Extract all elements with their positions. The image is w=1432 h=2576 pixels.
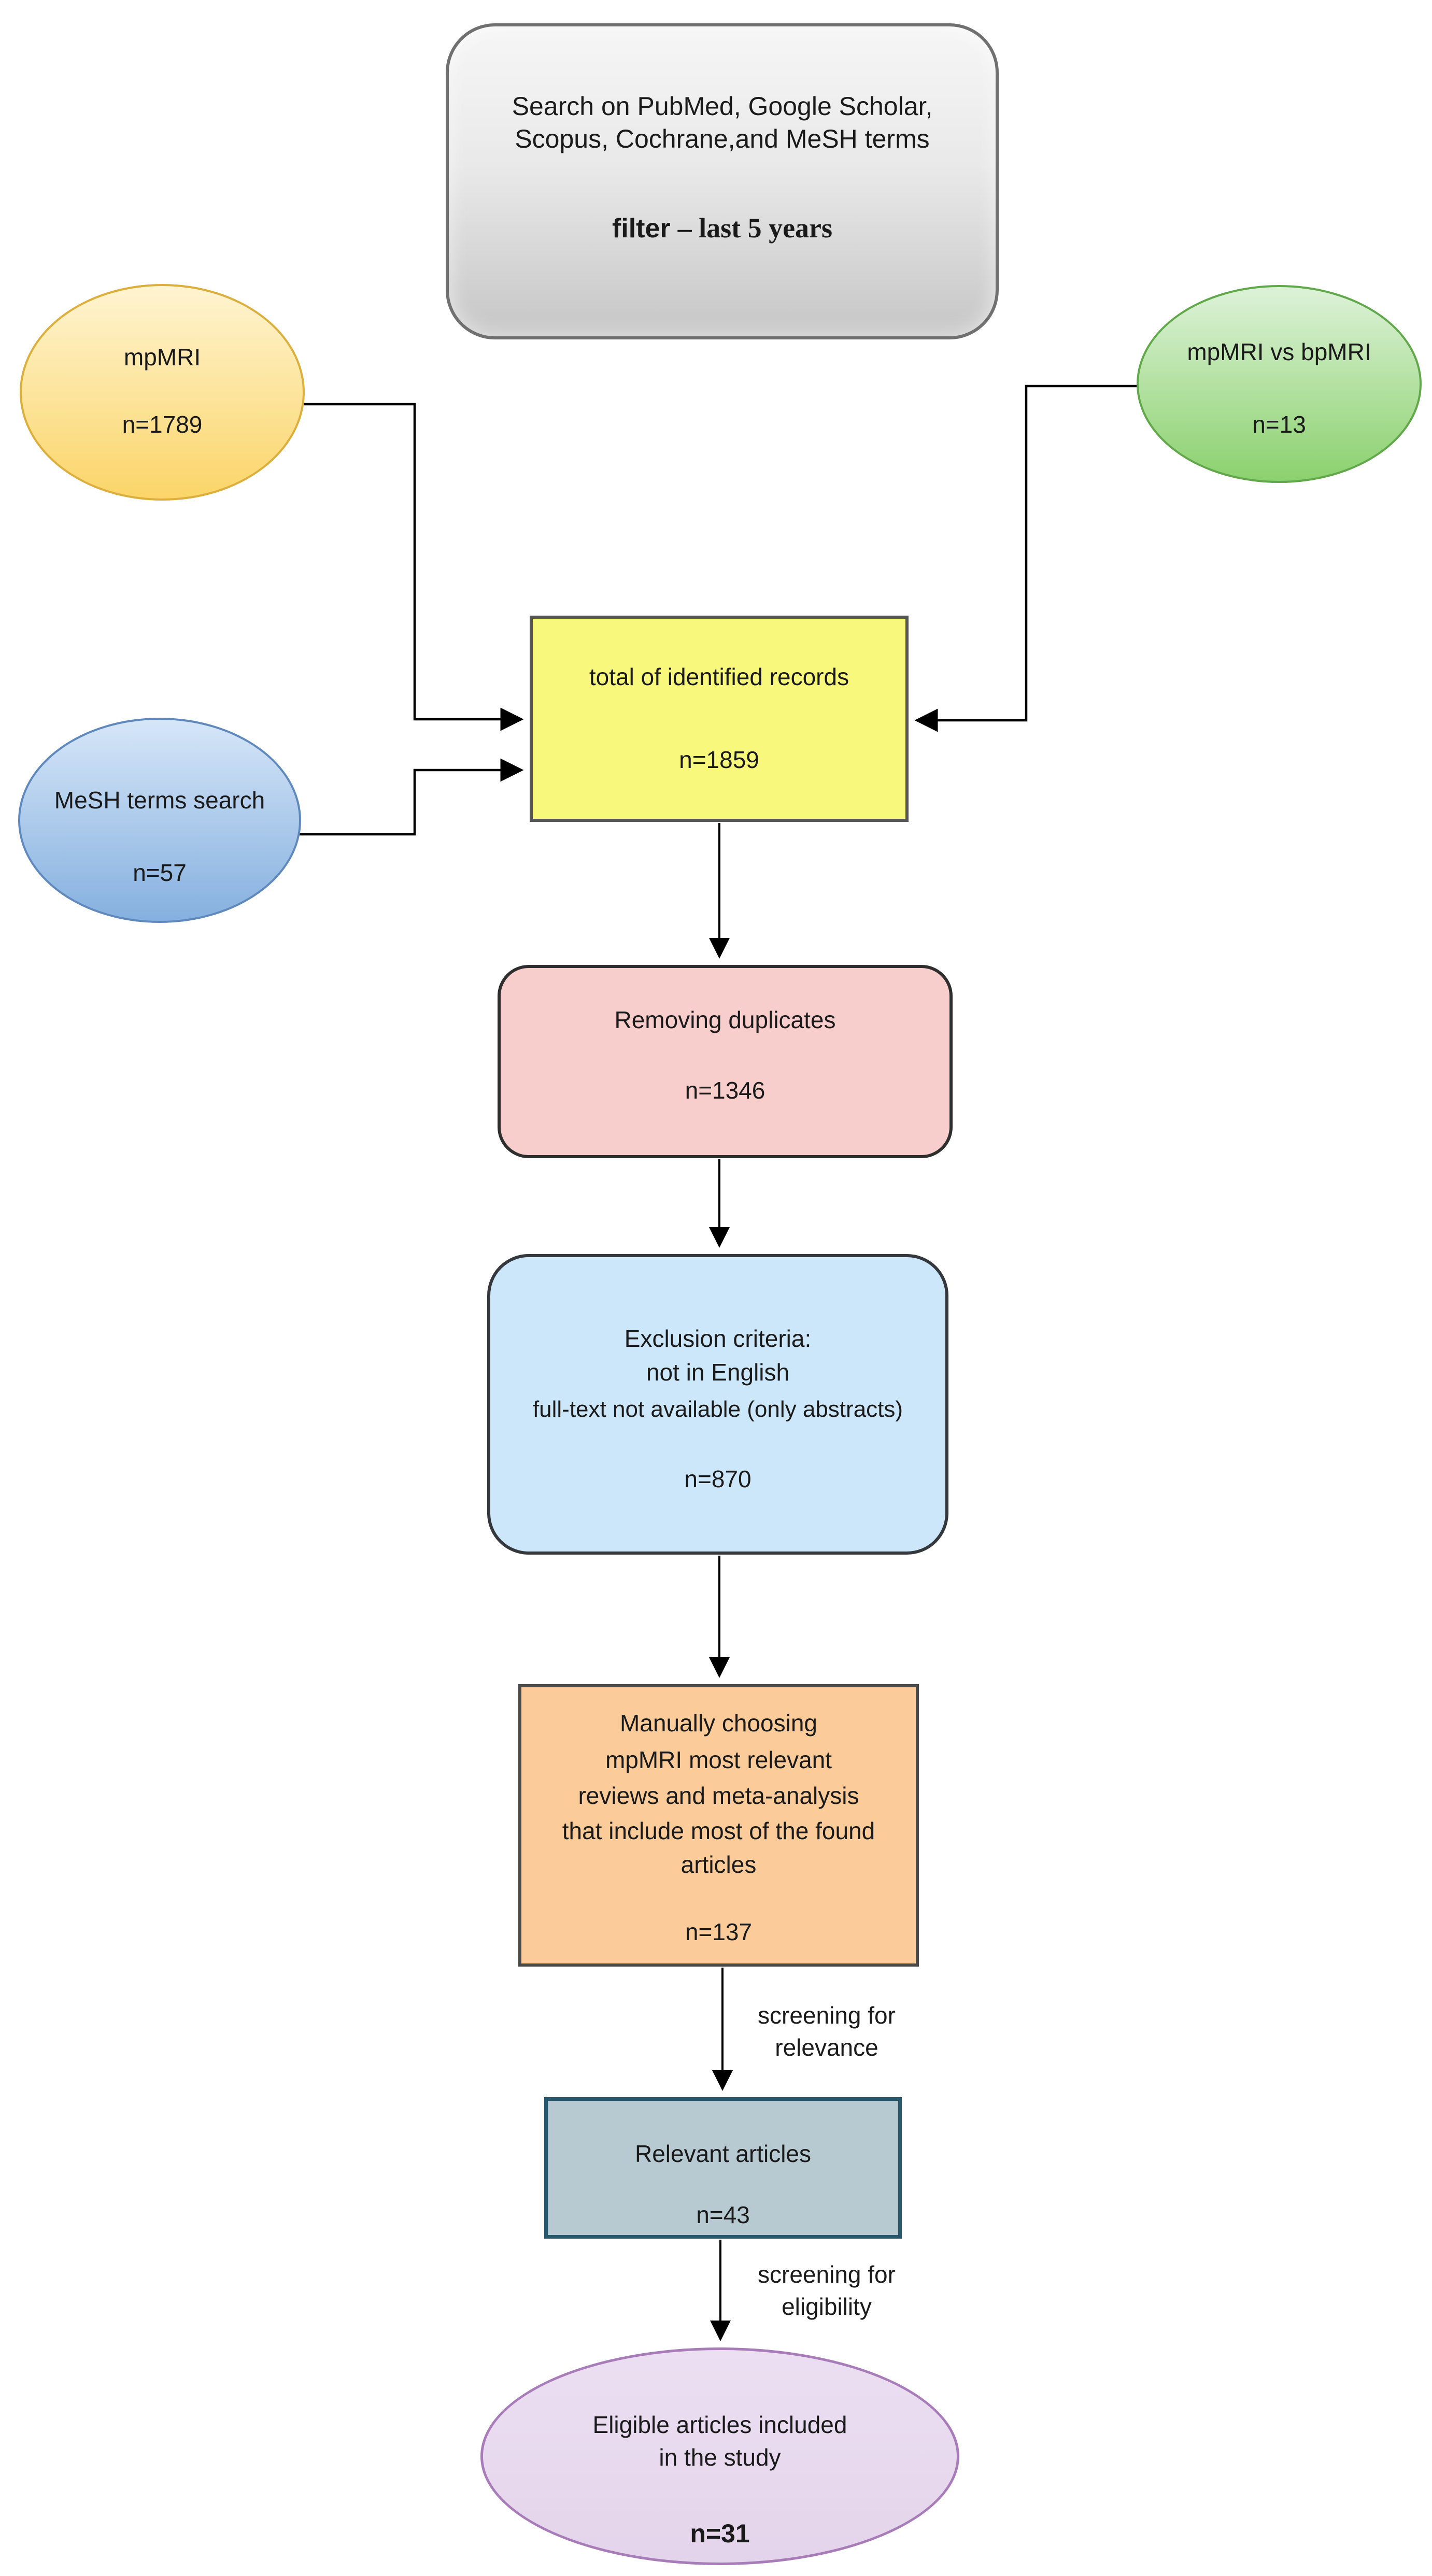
node-total-records: total of identified records n=1859 — [530, 616, 909, 822]
total-label: total of identified records — [589, 663, 849, 690]
mpmri-label: mpMRI — [123, 344, 201, 371]
node-manual-selection: Manually choosing mpMRI most relevant re… — [518, 1684, 919, 1967]
duplicates-count: n=1346 — [685, 1077, 765, 1104]
manual-count: n=137 — [685, 1918, 753, 1945]
relevant-count: n=43 — [696, 2201, 750, 2228]
connector-bpmri-to-total — [914, 385, 1140, 732]
edge-label-eligibility: screening for eligibility — [733, 2258, 920, 2323]
connector-mesh-to-total — [296, 758, 524, 836]
node-eligible-articles: Eligible articles included in the study … — [480, 2347, 959, 2565]
bpmri-count: n=13 — [1252, 411, 1306, 438]
edge-label-relevance: screening for relevance — [733, 1999, 920, 2063]
manual-line3: reviews and meta-analysis — [578, 1782, 859, 1809]
eligible-count: n=31 — [690, 2519, 750, 2548]
manual-line1: Manually choosing — [619, 1710, 817, 1737]
exclusion-line3: full-text not available (only abstracts) — [532, 1397, 903, 1422]
filter-label: filter — [612, 214, 671, 244]
mesh-label: MeSH terms search — [54, 787, 265, 814]
node-removing-duplicates: Removing duplicates n=1346 — [498, 965, 953, 1158]
node-relevant-articles: Relevant articles n=43 — [544, 2097, 902, 2239]
relevant-label: Relevant articles — [634, 2140, 812, 2167]
manual-line4: that include most of the found — [562, 1817, 875, 1844]
relevance-line1: screening for — [758, 2002, 896, 2029]
bpmri-label: mpMRI vs bpMRI — [1187, 338, 1371, 365]
search-sources-line2: Scopus, Cochrane,and MeSH terms — [515, 124, 930, 153]
node-search-sources: Search on PubMed, Google Scholar, Scopus… — [446, 23, 999, 339]
manual-line2: mpMRI most relevant — [605, 1746, 832, 1773]
eligibility-line1: screening for — [758, 2261, 896, 2288]
search-filter-line: filter – last 5 years — [449, 211, 996, 245]
eligible-line1: Eligible articles included — [592, 2411, 847, 2438]
manual-line5: articles — [680, 1851, 757, 1878]
node-bpmri: mpMRI vs bpMRI n=13 — [1137, 285, 1422, 483]
filter-text: – last 5 years — [677, 212, 833, 244]
node-mpmri: mpMRI n=1789 — [20, 284, 305, 501]
exclusion-line1: Exclusion criteria: — [624, 1325, 812, 1352]
total-count: n=1859 — [679, 746, 759, 773]
eligible-line2: in the study — [659, 2444, 781, 2471]
exclusion-count: n=870 — [684, 1465, 752, 1492]
relevance-line2: relevance — [775, 2034, 878, 2061]
search-sources-line1: Search on PubMed, Google Scholar, — [512, 92, 933, 121]
node-exclusion-criteria: Exclusion criteria: not in English full-… — [487, 1254, 948, 1555]
duplicates-label: Removing duplicates — [614, 1006, 836, 1033]
exclusion-line2: not in English — [646, 1359, 790, 1386]
node-mesh-search: MeSH terms search n=57 — [18, 718, 301, 923]
eligibility-line2: eligibility — [782, 2293, 872, 2320]
mesh-count: n=57 — [133, 859, 187, 886]
connector-mpmri-to-total — [298, 403, 524, 731]
mpmri-count: n=1789 — [122, 411, 203, 438]
